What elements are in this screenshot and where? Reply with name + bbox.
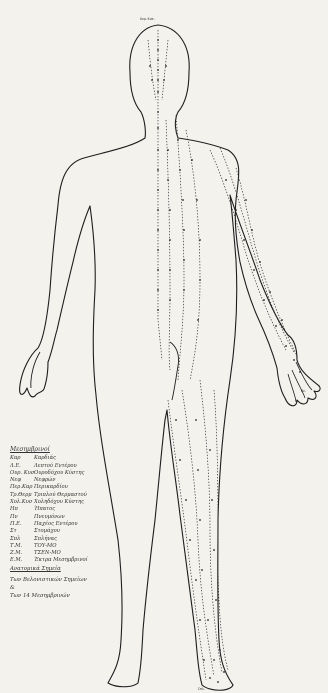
legend-abbr: Περ.Καρ xyxy=(10,484,34,491)
meridian-chest-2 xyxy=(176,115,184,380)
caption-line: & xyxy=(10,584,120,592)
meridian-arm-1 xyxy=(210,150,286,350)
caption-heading: Ανατομικά Σημεία xyxy=(10,565,120,573)
legend-abbr: Τρ.Θερμ xyxy=(10,492,34,499)
legend-abbr: Λ.Ε. xyxy=(10,463,34,470)
meridian-chest-1 xyxy=(166,120,170,370)
legend-name: Σπλήνας xyxy=(34,536,130,543)
legend-name: Πνευμόνων xyxy=(34,514,130,521)
acupuncture-points xyxy=(149,39,301,683)
legend-row: Λ.Ε.Λεπτού Εντέρου xyxy=(10,463,130,470)
hand-label: Πν. xyxy=(301,389,307,393)
legend-abbr: Νεφ xyxy=(10,477,34,484)
caption-note: Ανατομικά Σημεία Των Βελονιστικών Σημείω… xyxy=(10,565,120,600)
legend-name: Έκτρα Μεσημβρινοί xyxy=(34,557,130,564)
legend-abbr: Καρ xyxy=(10,455,34,462)
meridian-leg-1 xyxy=(168,400,206,680)
legend-row: Π.Ε.Παχέος Εντέρου xyxy=(10,521,130,528)
caption-line: Των Βελονιστικών Σημείων xyxy=(10,576,120,584)
meridian-leg-2 xyxy=(182,390,214,676)
meridian-leg-4 xyxy=(214,390,228,670)
top-label: Ουρ.Κυσ. xyxy=(140,17,155,21)
legend-abbr: Χολ.Κυσ xyxy=(10,499,34,506)
legend-name: Ήπατος xyxy=(34,506,130,513)
legend-name: ΤΟΥ-ΜΟ xyxy=(34,543,130,550)
legend-abbr: Ζ.Μ. xyxy=(10,550,34,557)
hip-fold xyxy=(170,342,179,400)
foot-label: Σπλ. xyxy=(198,687,206,691)
legend-abbr: Ηπ xyxy=(10,506,34,513)
legend-row: Ε.Μ.Έκτρα Μεσημβρινοί xyxy=(10,557,130,564)
legend-abbr: Σπλ xyxy=(10,536,34,543)
meridian-lines xyxy=(148,30,298,680)
legend-abbr: Τ.Μ. xyxy=(10,543,34,550)
legend-abbr: Π.Ε. xyxy=(10,521,34,528)
legend-row: Τ.Μ.ΤΟΥ-ΜΟ xyxy=(10,543,130,550)
legend-title: Μεσημβρινοί xyxy=(10,446,130,453)
legend-name: Καρδιάς xyxy=(34,455,130,462)
legend-name: Στομάχου xyxy=(34,528,130,535)
legend-abbr: Ουρ. Κυσ xyxy=(10,470,34,477)
meridian-arm-3 xyxy=(236,168,298,358)
legend-name: Τριπλού Θερμαστού xyxy=(34,492,130,499)
meridian-arm-2 xyxy=(220,148,294,352)
legend-abbr: Πν xyxy=(10,514,34,521)
meridian-chest-3 xyxy=(186,130,200,380)
legend-name: Περικαρδίου xyxy=(34,484,130,491)
caption-line: Των 14 Μεσημβρινών xyxy=(10,592,120,600)
left-thumb xyxy=(31,352,40,388)
point-labels: Ουρ.Κυσ. Πν. Σπλ. xyxy=(140,17,307,691)
legend-name: Λεπτού Εντέρου xyxy=(34,463,130,470)
legend-abbr: Στ xyxy=(10,528,34,535)
legend-abbr: Ε.Μ. xyxy=(10,557,34,564)
